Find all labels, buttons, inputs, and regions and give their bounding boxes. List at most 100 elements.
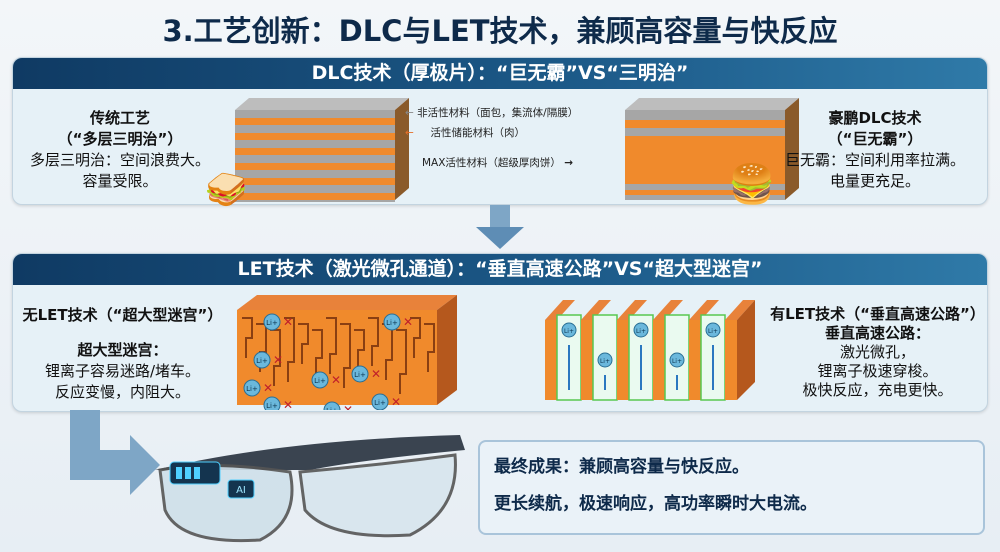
lithium-ion-label: Li+: [246, 385, 258, 393]
layer: [235, 148, 395, 155]
electrode-slab: [617, 320, 629, 400]
maze-wall: [368, 317, 379, 366]
slab-top: [581, 300, 611, 320]
let-right-subtitle: 垂直高速公路：: [824, 324, 930, 342]
blocked-x-icon: ✕: [273, 353, 283, 367]
stack-top: [625, 98, 799, 110]
layer: [235, 170, 395, 178]
dlc-left-text: 传统工艺 （“多层三明治”） 多层三明治：空间浪费大。 容量受限。: [20, 108, 220, 192]
lithium-ion-label: Li+: [266, 319, 278, 327]
maze-wall: [340, 323, 351, 388]
slab-top: [617, 300, 647, 320]
maze-wall: [298, 323, 309, 364]
maze-wall: [326, 317, 337, 374]
layer: [625, 184, 785, 190]
layer: [235, 178, 395, 185]
let-right-line3: 极快反应，充电更快。: [802, 381, 953, 399]
layer: [235, 193, 395, 200]
lithium-ion-label: Li+: [256, 357, 268, 365]
multilayer-stack-illustration: [235, 98, 409, 202]
lithium-ion-label: Li+: [354, 371, 366, 379]
layer: [235, 133, 395, 140]
slab-top: [545, 300, 575, 320]
layer: [235, 200, 395, 202]
electrode-slab: [545, 320, 557, 400]
page-title: 3.工艺创新：DLC与LET技术，兼顾高容量与快反应: [162, 14, 838, 48]
electrode-slab: [653, 320, 665, 400]
stack-top: [235, 98, 409, 110]
layer: [235, 118, 395, 125]
blocked-x-icon: ✕: [331, 373, 341, 387]
lithium-ion: [263, 396, 281, 410]
label-max: MAX活性材料（超级厚肉饼） →: [422, 157, 574, 169]
ai-chip-label: AI: [236, 485, 246, 496]
burger-icon: 🍔: [728, 162, 776, 206]
maze-wall: [354, 329, 365, 370]
layer: [625, 136, 785, 184]
lithium-ion: [383, 313, 401, 331]
dlc-right-title: 豪鹏DLC技术: [828, 109, 922, 127]
lithium-ion-label: Li+: [564, 328, 574, 335]
lithium-ion-label: Li+: [708, 328, 718, 335]
layer: [625, 110, 785, 120]
electrode-slab: [725, 320, 737, 400]
lithium-ion: [243, 379, 261, 397]
dlc-left-line2: 容量受限。: [82, 172, 158, 190]
sandwich-icon: 🥪: [205, 170, 248, 210]
let-left-title: 无LET技术（“超大型迷宫”）: [22, 306, 223, 324]
layer: [235, 140, 395, 148]
smart-glasses-illustration: AI: [70, 410, 465, 543]
lithium-ion: [253, 351, 271, 369]
dlc-right-text: 豪鹏DLC技术 （“巨无霸”） 巨无霸：空间利用率拉满。 电量更充足。: [770, 108, 980, 192]
down-arrow-icon: [476, 205, 524, 249]
lithium-ion-label: Li+: [374, 399, 386, 407]
blocked-x-icon: ✕: [403, 315, 413, 329]
lithium-ion-label: Li+: [636, 328, 646, 335]
layer: [625, 120, 785, 128]
blocked-x-icon: ✕: [283, 315, 293, 329]
lithium-ion-label: Li+: [672, 358, 682, 365]
let-left-line2: 反应变慢，内阻大。: [54, 383, 190, 401]
dlc-panel: DLC技术（厚极片）：“巨无霸”VS“三明治”: [12, 57, 988, 205]
dlc-right-line2: 电量更充足。: [829, 172, 920, 190]
let-right-line2: 锂离子极速穿梭。: [817, 362, 938, 380]
let-panel: LET技术（激光微孔通道）：“垂直高速公路”VS“超大型迷宫”: [12, 253, 988, 412]
block-side: [737, 300, 755, 400]
blocked-x-icon: ✕: [263, 381, 273, 395]
maze-top: [237, 295, 457, 310]
maze-wall: [396, 329, 407, 394]
maze-wall: [242, 317, 253, 358]
lithium-ion: [561, 322, 577, 338]
slab-top: [653, 300, 683, 320]
electrode-slab: [689, 320, 701, 400]
dlc-left-subtitle: （“多层三明治”）: [57, 130, 183, 148]
let-header: LET技术（激光微孔通道）：“垂直高速公路”VS“超大型迷宫”: [13, 254, 987, 285]
layer: [235, 163, 395, 170]
layer: [235, 125, 395, 133]
lithium-ion: [669, 352, 685, 368]
lithium-ion: [323, 401, 341, 410]
result-line1: 最终成果：兼顾高容量与快反应。: [494, 457, 749, 477]
lithium-ion-label: Li+: [600, 358, 610, 365]
blocked-x-icon: ✕: [283, 398, 293, 410]
let-right-line1: 激光微孔，: [839, 343, 915, 361]
lithium-ion: [371, 393, 389, 410]
electrode-slab: [581, 320, 593, 400]
layer: [625, 190, 785, 195]
layer: [235, 155, 395, 163]
dlc-left-line1: 多层三明治：空间浪费大。: [29, 151, 210, 169]
dlc-left-title: 传统工艺: [89, 109, 150, 127]
slab-top: [725, 300, 755, 320]
let-left-text: 无LET技术（“超大型迷宫”） 超大型迷宫： 锂离子容易迷路/堵车。 反应变慢，…: [15, 305, 230, 403]
lithium-ion-label: Li+: [326, 407, 338, 410]
lithium-ion-label: Li+: [266, 402, 278, 410]
let-left-subtitle: 超大型迷宫：: [77, 341, 168, 359]
blocked-x-icon: ✕: [343, 403, 353, 410]
label-inactive: ← 非活性材料（面包，集流体/隔膜）: [405, 107, 579, 119]
lithium-ion: [263, 313, 281, 331]
lithium-ion: [705, 322, 721, 338]
dlc-header: DLC技术（厚极片）：“巨无霸”VS“三明治”: [13, 58, 987, 89]
slab-top: [689, 300, 719, 320]
blocked-x-icon: ✕: [391, 395, 401, 409]
label-active: ← 活性储能材料（肉）: [405, 127, 526, 139]
